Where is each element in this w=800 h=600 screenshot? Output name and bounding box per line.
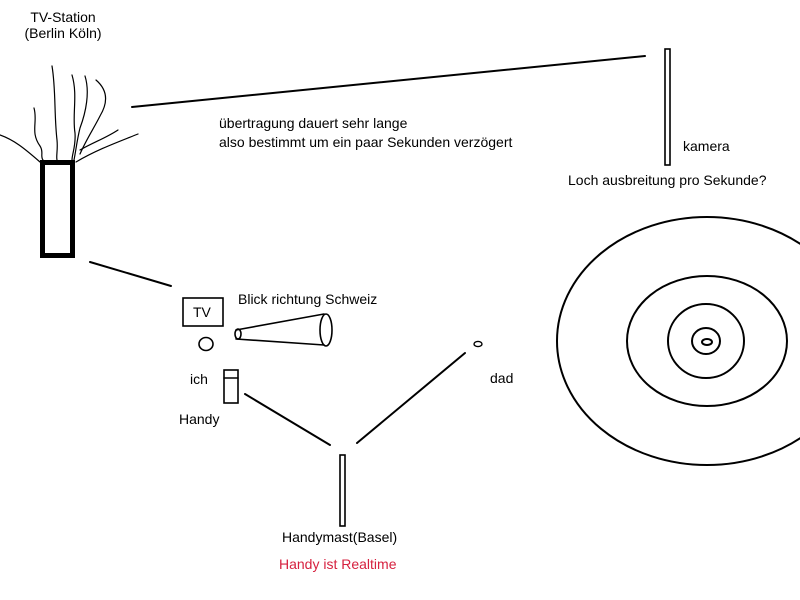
mast-label: Handymast(Basel) — [282, 529, 398, 545]
ripple-rings — [556, 216, 800, 466]
phone-label: Handy — [179, 411, 220, 427]
tv-box — [182, 297, 224, 327]
dad-head — [473, 340, 483, 348]
broadcast-line — [131, 55, 646, 108]
viewer-head — [198, 336, 214, 352]
tv-tower — [40, 160, 75, 258]
handy-phone — [223, 369, 239, 404]
broadcast-note: übertragung dauert sehr lange also besti… — [219, 115, 512, 150]
tv-station-label: TV-Station (Berlin Köln) — [8, 9, 118, 41]
tv-station-line1: TV-Station — [30, 9, 96, 25]
dad-label: dad — [490, 370, 514, 386]
handymast — [339, 454, 346, 527]
handy-signal-line — [244, 393, 331, 446]
dad-signal-line — [356, 352, 466, 444]
tv-station-line2: (Berlin Köln) — [24, 25, 102, 41]
camera-label: kamera — [683, 138, 730, 154]
me-label: ich — [190, 371, 208, 387]
broadcast-note-line1: übertragung dauert sehr lange — [219, 115, 408, 131]
view-cone — [234, 313, 333, 347]
tv-label: TV — [193, 304, 211, 320]
camera-pole — [664, 48, 671, 166]
realtime-note: Handy ist Realtime — [279, 556, 397, 572]
broadcast-note-line2: also bestimmt um ein paar Sekunden verzö… — [219, 134, 513, 150]
tv-signal-line — [89, 261, 172, 287]
question-label: Loch ausbreitung pro Sekunde? — [568, 172, 767, 188]
view-direction-label: Blick richtung Schweiz — [238, 291, 378, 307]
tv-tower-antenna — [0, 65, 139, 163]
